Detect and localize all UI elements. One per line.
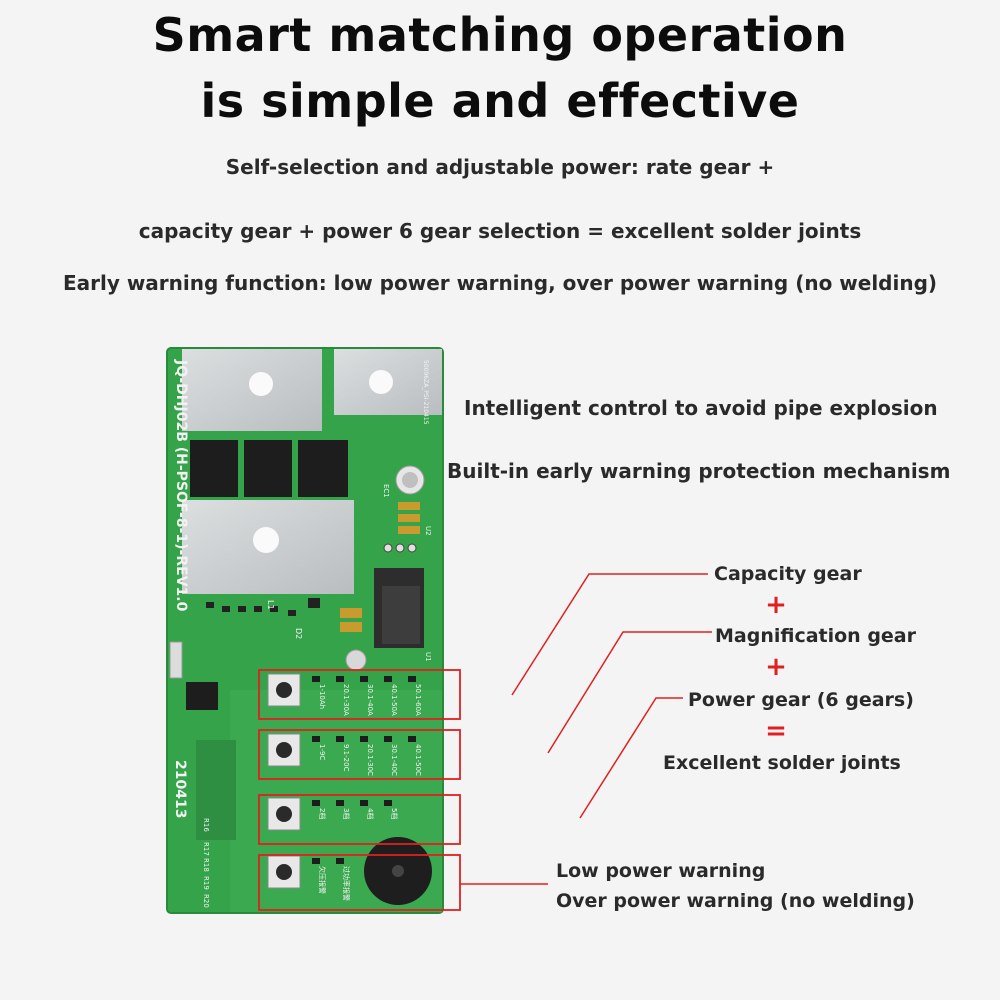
- u1-label: U1: [424, 652, 432, 662]
- board-small-code: 50096ZA_PSI-210415: [422, 360, 429, 425]
- ic-chip: [186, 682, 218, 710]
- mount-hole: [249, 372, 273, 396]
- over-power-warning-label: Over power warning (no welding): [556, 890, 915, 912]
- highlight-magnification-row: [258, 729, 461, 780]
- magnification-gear-label-text: Magnification gear: [715, 625, 917, 647]
- highlight-power-row: [258, 794, 461, 845]
- resistor-label: R16: [202, 818, 210, 832]
- capacity-gear-label: 40.1-50A: [390, 684, 398, 716]
- description-line-2: capacity gear + power 6 gear selection =…: [138, 219, 862, 243]
- tactile-button: [267, 855, 301, 889]
- mosfet-chip: [190, 440, 238, 497]
- power-gear-label: 2档: [318, 808, 327, 819]
- magnification-gear-label: 9.1-20C: [342, 744, 350, 772]
- mosfet-chip: [298, 440, 348, 497]
- resistor-label: R20: [202, 894, 210, 908]
- l1-label: L1: [266, 600, 275, 610]
- highlight-capacity-row: [258, 669, 461, 720]
- mosfet-chip: [244, 440, 292, 497]
- capacity-gear-label: 30.1-40A: [366, 684, 374, 716]
- u2-label: U2: [424, 526, 432, 536]
- resistor-label: R18: [202, 858, 210, 872]
- description-line-1: Self-selection and adjustable power: rat…: [225, 155, 775, 179]
- board-date-label: 210413: [172, 760, 188, 818]
- feature-protection-mechanism: Built-in early warning protection mechan…: [447, 459, 951, 483]
- capacity-gear-label-text: Capacity gear: [714, 563, 862, 585]
- magnification-gear-label: 20.1-30C: [366, 744, 374, 776]
- highlight-warning-row: [258, 854, 461, 911]
- ec1-label: EC1: [382, 484, 390, 498]
- power-gear-label: 5档: [390, 808, 399, 819]
- excellent-solder-joints-label: Excellent solder joints: [663, 752, 901, 774]
- power-gear-label: 4档: [366, 808, 375, 819]
- mount-hole: [369, 370, 393, 394]
- resistor-label: R19: [202, 876, 210, 890]
- board-model-label: JQ-DHJ02B (H-PSOF-8-1)-REV1.0: [173, 359, 189, 612]
- capacity-gear-label: 1-10Ah: [318, 684, 326, 709]
- power-gear-label-text: Power gear (6 gears): [688, 689, 914, 711]
- power-gear-label: 3档: [342, 808, 351, 819]
- capacity-gear-label: 50.1-60A: [414, 684, 422, 716]
- plus-sign: +: [765, 590, 787, 620]
- headline-line-2: is simple and effective: [200, 74, 800, 128]
- callout-line-power: [579, 697, 683, 819]
- mount-hole: [253, 527, 279, 553]
- tactile-button: [267, 797, 301, 831]
- headline-line-1: Smart matching operation: [152, 8, 848, 62]
- magnification-gear-label: 30.1-40C: [390, 744, 398, 776]
- low-power-warning-label: Low power warning: [556, 860, 766, 882]
- warning-label: 欠压报警: [318, 866, 327, 894]
- tactile-button: [267, 673, 301, 707]
- d2-label: D2: [294, 628, 303, 639]
- warning-label: 过功率报警: [342, 866, 351, 901]
- description-line-3: Early warning function: low power warnin…: [62, 271, 938, 295]
- callout-line-magnification: [547, 631, 712, 754]
- resistor-label: R17: [202, 842, 210, 856]
- magnification-gear-label: 40.1-50C: [414, 744, 422, 776]
- capacity-gear-label: 20.1-30A: [342, 684, 350, 716]
- tactile-button: [267, 733, 301, 767]
- callout-line-capacity: [511, 573, 708, 696]
- equals-sign: =: [765, 716, 787, 746]
- plus-sign: +: [765, 652, 787, 682]
- feature-intelligent-control: Intelligent control to avoid pipe explos…: [464, 396, 938, 420]
- magnification-gear-label: 1-9C: [318, 744, 326, 760]
